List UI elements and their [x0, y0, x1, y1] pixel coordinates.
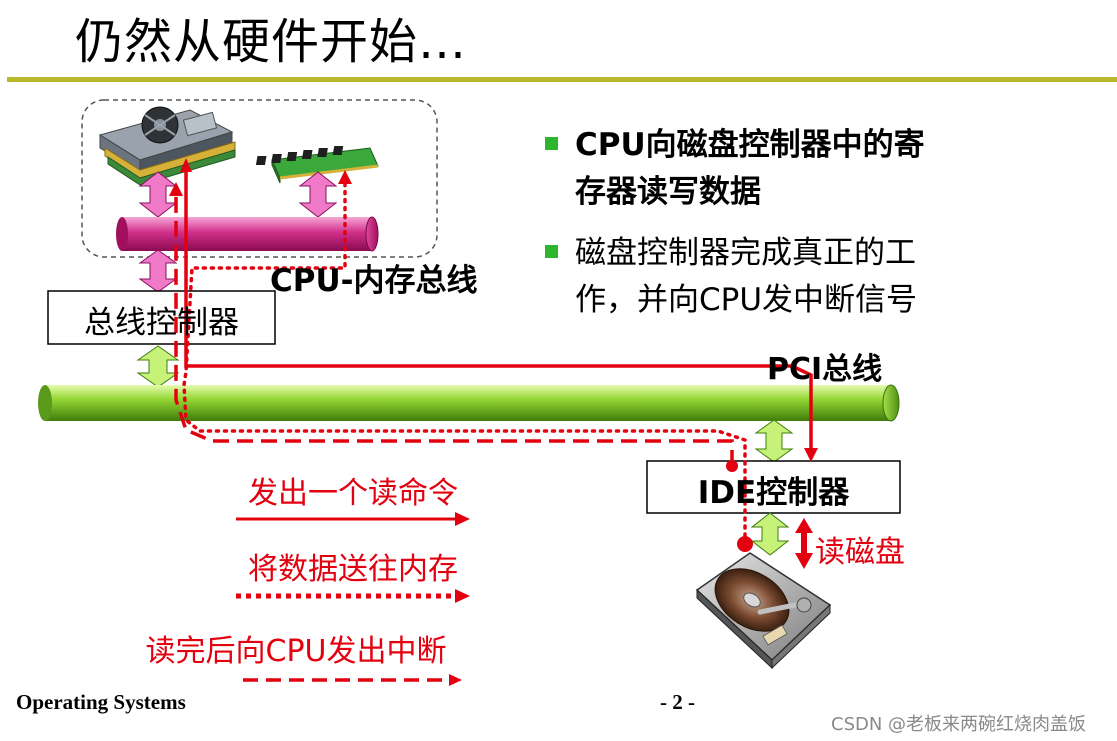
- read-command-path: [180, 158, 818, 462]
- bus-controller-box: [47, 290, 276, 345]
- interrupt-path: [169, 182, 738, 472]
- pci-to-ide-connector: [754, 419, 794, 463]
- bullet-square-icon: [545, 245, 558, 258]
- cpu-memory-bus: [116, 216, 379, 252]
- memory-module-icon: [255, 146, 379, 184]
- bullet-text: 磁盘控制器完成真正的工作，并向CPU发中断信号: [575, 235, 918, 318]
- ide-controller-label: IDE控制器: [697, 475, 850, 511]
- memory-bus-to-bus-controller-connector: [138, 249, 178, 293]
- pci-bus: [38, 384, 900, 422]
- cpu-memory-bus-label: CPU-内存总线: [270, 263, 478, 299]
- read-disk-arrow-icon: [795, 518, 813, 569]
- legend-label-read-command: 发出一个读命令: [248, 476, 458, 511]
- title-rule: [7, 77, 1117, 82]
- bus-controller-label: 总线控制器: [84, 305, 239, 341]
- memory-to-memory-bus-connector: [298, 171, 338, 218]
- legend-label-interrupt: 读完后向CPU发出中断: [145, 634, 447, 669]
- bus-controller-to-pci-connector: [136, 345, 180, 388]
- cpu-chip-icon: [98, 106, 236, 186]
- pci-bus-label: PCI总线: [767, 352, 883, 387]
- legend-solid-line: [236, 512, 470, 526]
- page-title: 仍然从硬件开始…: [75, 14, 468, 70]
- hard-disk-icon: [695, 552, 832, 670]
- read-disk-label: 读磁盘: [815, 535, 905, 570]
- legend-label-data-to-memory: 将数据送往内存: [248, 552, 458, 587]
- watermark: CSDN @老板来两碗红烧肉盖饭: [831, 714, 1087, 735]
- ide-to-disk-connector: [750, 512, 790, 556]
- cpu-memory-group-box: [81, 99, 438, 258]
- legend-dotted-line: [236, 589, 470, 603]
- bullet-text: CPU向磁盘控制器中的寄存器读写数据: [575, 127, 925, 210]
- legend-dashed-line: [243, 674, 462, 686]
- ide-controller-box: [646, 460, 901, 514]
- data-to-memory-path: [182, 170, 753, 552]
- footer-page-number: - 2 -: [660, 690, 695, 714]
- bullet-item: CPU向磁盘控制器中的寄存器读写数据: [545, 122, 965, 216]
- bullet-item: 磁盘控制器完成真正的工作，并向CPU发中断信号: [545, 230, 965, 324]
- footer-course: Operating Systems: [16, 690, 186, 714]
- bullet-square-icon: [545, 137, 558, 150]
- bullet-list: CPU向磁盘控制器中的寄存器读写数据 磁盘控制器完成真正的工作，并向CPU发中断…: [545, 122, 965, 338]
